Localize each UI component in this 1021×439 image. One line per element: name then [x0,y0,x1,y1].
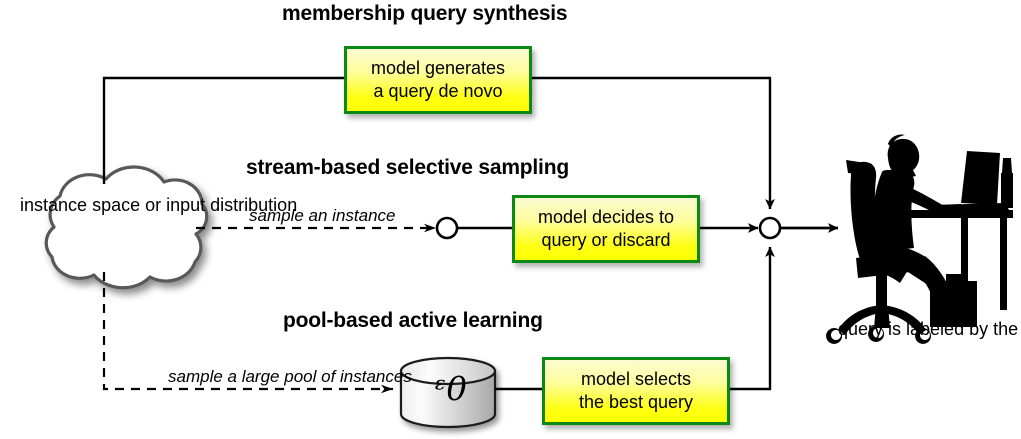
unlabeled-pool-symbol: ᵋ0 [432,369,468,408]
instance-space-cloud [44,165,209,290]
connector-pool-to-junction [730,246,775,391]
membership-box-line-2: a query de novo [373,81,503,101]
cloud-line-1: instance [20,195,88,215]
section-title-stream: stream-based selective sampling [246,156,569,179]
oracle-caption-line-2: by the oracle [969,319,1021,339]
stream-box-line-2: query or discard [541,230,671,250]
sample-instance-line-1: sample an [249,206,328,225]
edge-label-sample-instance: sample an instance [249,206,396,226]
unlabeled-pool-cylinder [399,356,497,429]
membership-box-line-1: model generates [370,58,506,78]
cloud-line-3: distribution [210,195,298,215]
connector-sample-pool-dashed [102,272,393,394]
section-title-pool: pool-based active learning [283,309,543,332]
stream-instance-node [435,216,459,240]
stream-process-box[interactable]: model decides to query or discard [512,195,700,263]
pool-box-line-1: model selects [580,369,692,389]
cloud-line-2: space or input [92,195,206,215]
edge-label-sample-pool: sample a large pool of instances [168,367,412,387]
pool-process-box[interactable]: model selects the best query [542,357,730,425]
stream-box-line-1: model decides to [537,207,675,227]
instance-space-cloud-label: instance space or input distribution [20,194,297,217]
oracle-person-at-desk [826,134,1013,344]
oracle-caption-line-1: query is labeled [838,319,965,339]
pool-box-line-2: the best query [578,392,694,412]
merge-junction [758,216,782,240]
sample-instance-line-2: instance [332,206,396,225]
sample-pool-line-2: pool of instances [284,367,412,386]
oracle-caption: query is labeled by the oracle [838,318,1021,341]
sample-pool-line-1: sample a large [168,367,280,386]
section-title-membership: membership query synthesis [282,2,568,25]
membership-process-box[interactable]: model generates a query de novo [344,46,532,114]
